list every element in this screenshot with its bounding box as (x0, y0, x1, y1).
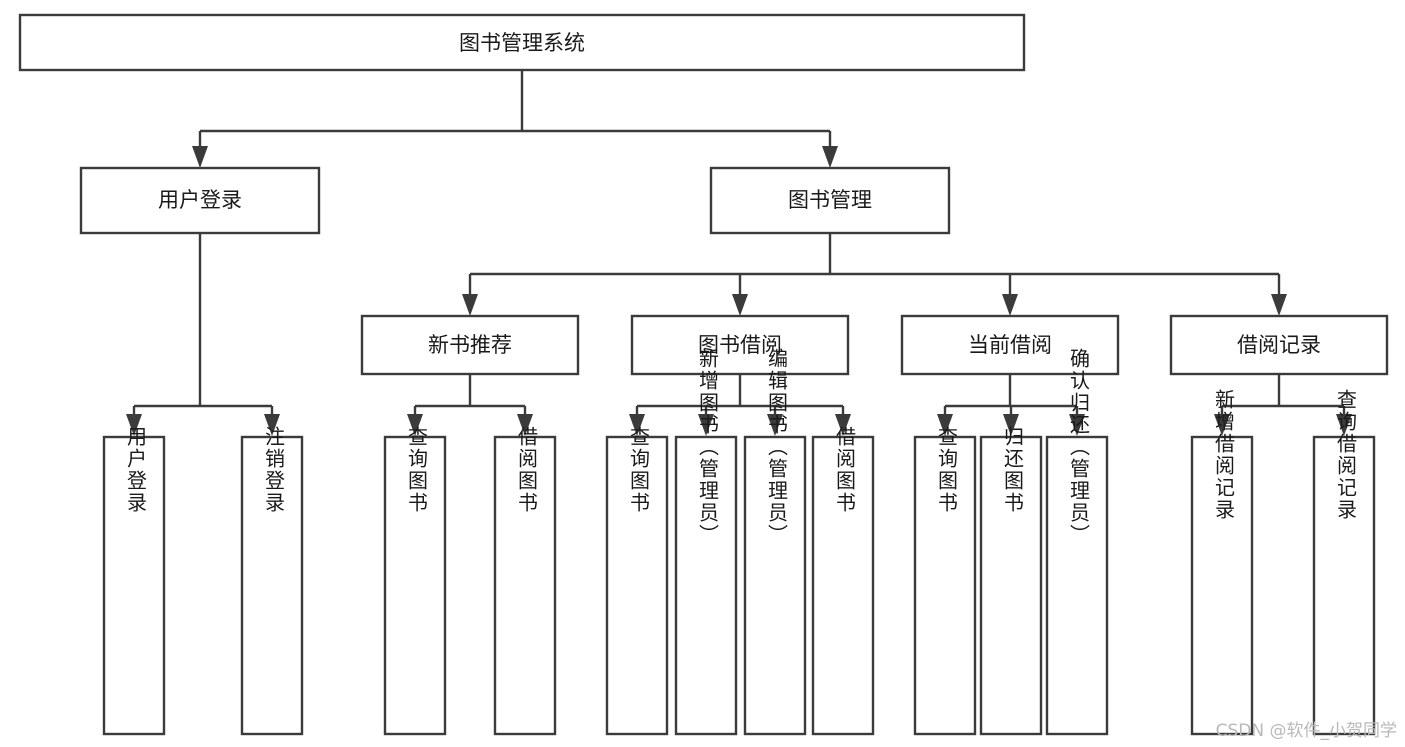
node-leaf-user-login-box (102, 435, 166, 736)
node-leaf-edit-book-admin-box (743, 435, 807, 736)
node-leaf-add-borrow-record-box (1190, 435, 1254, 736)
node-leaf-confirm-return-admin-label: 确认归还（管理员） (1067, 348, 1091, 546)
arrow-head-leaf-logout (264, 414, 280, 436)
node-leaf-user-login[interactable]: 用户登录 (102, 426, 166, 736)
node-leaf-user-login-label: 用户登录 (124, 426, 148, 514)
connector-group-book-mgmt (462, 233, 1287, 316)
arrow-head-re-leaf-2 (1336, 414, 1352, 436)
node-leaf-query-book-nb-label: 查询图书 (405, 426, 429, 514)
node-book-management[interactable]: 图书管理 (709, 166, 951, 235)
node-leaf-query-book-bo[interactable]: 查询图书 (605, 426, 669, 736)
node-leaf-confirm-return-admin-box (1045, 435, 1109, 736)
arrow-head-records (1271, 294, 1287, 316)
node-leaf-return-book[interactable]: 归还图书 (979, 426, 1043, 736)
arrow-head-nb-leaf-1 (407, 414, 423, 436)
arrow-head-bo-leaf-4 (835, 414, 851, 436)
node-leaf-query-book-cu-box (913, 435, 977, 736)
node-book-borrow[interactable]: 图书借阅 (630, 314, 850, 376)
node-current-borrow-label: 当前借阅 (968, 333, 1052, 357)
node-leaf-return-book-label: 归还图书 (1001, 426, 1025, 514)
node-leaf-add-borrow-record-label: 新增借阅记录 (1212, 389, 1236, 521)
connector-group-user-login (126, 233, 280, 436)
connector-group-current (937, 374, 1085, 436)
node-leaf-borrow-book-bo-box (811, 435, 875, 736)
node-leaf-query-borrow-record-label: 查询借阅记录 (1334, 389, 1358, 521)
arrow-head-bo-leaf-3 (767, 414, 783, 436)
node-root-system[interactable]: 图书管理系统 (18, 13, 1026, 72)
node-leaf-borrow-book-nb-label: 借阅图书 (515, 426, 539, 514)
node-book-management-box (709, 166, 951, 235)
node-leaf-edit-book-admin[interactable]: 编辑图书（管理员） (743, 348, 807, 736)
node-root-system-box (18, 13, 1026, 72)
connector-group-new-books (407, 374, 533, 436)
node-new-book-recommend[interactable]: 新书推荐 (360, 314, 580, 376)
node-user-login-box (79, 166, 321, 235)
connector-group-borrow (629, 374, 851, 436)
node-root-system-label: 图书管理系统 (459, 31, 585, 55)
node-borrow-records[interactable]: 借阅记录 (1169, 314, 1389, 376)
node-book-borrow-label: 图书借阅 (698, 333, 782, 357)
node-leaf-logout-label: 注销登录 (262, 426, 286, 514)
arrow-head-cu-leaf-1 (937, 414, 953, 436)
node-leaf-add-book-admin-box (674, 435, 738, 736)
node-leaf-query-book-cu[interactable]: 查询图书 (913, 426, 977, 736)
arrow-head-leaf-user-login (126, 414, 142, 436)
node-new-book-recommend-label: 新书推荐 (428, 333, 512, 357)
connector-group-root (192, 70, 838, 168)
arrow-head-borrow (732, 294, 748, 316)
arrow-head-re-leaf-1 (1214, 414, 1230, 436)
node-leaf-query-book-bo-box (605, 435, 669, 736)
node-leaf-borrow-book-bo[interactable]: 借阅图书 (811, 426, 875, 736)
node-leaf-query-book-bo-label: 查询图书 (627, 426, 651, 514)
node-current-borrow-box (900, 314, 1120, 376)
node-leaf-add-borrow-record[interactable]: 新增借阅记录 (1190, 389, 1254, 736)
node-leaf-borrow-book-nb[interactable]: 借阅图书 (493, 426, 557, 736)
arrow-head-current (1002, 294, 1018, 316)
arrow-head-user-login (192, 146, 208, 168)
node-leaf-borrow-book-bo-label: 借阅图书 (833, 426, 857, 514)
node-leaf-return-book-box (979, 435, 1043, 736)
node-current-borrow[interactable]: 当前借阅 (900, 314, 1120, 376)
node-book-management-label: 图书管理 (788, 188, 872, 212)
arrow-head-book-mgmt (822, 146, 838, 168)
node-leaf-confirm-return-admin[interactable]: 确认归还（管理员） (1045, 348, 1109, 736)
node-leaf-add-book-admin[interactable]: 新增图书（管理员） (674, 348, 738, 736)
node-leaf-add-book-admin-label: 新增图书（管理员） (696, 348, 720, 546)
arrow-head-nb-leaf-2 (517, 414, 533, 436)
node-leaf-query-book-nb-box (383, 435, 447, 736)
node-leaf-logout[interactable]: 注销登录 (240, 426, 304, 736)
node-leaf-logout-box (240, 435, 304, 736)
node-new-book-recommend-box (360, 314, 580, 376)
node-user-login-label: 用户登录 (158, 188, 242, 212)
arrow-head-cu-leaf-3 (1069, 414, 1085, 436)
arrow-head-bo-leaf-1 (629, 414, 645, 436)
arrow-head-new-books (462, 294, 478, 316)
connector-group-records (1214, 374, 1352, 436)
node-leaf-query-borrow-record[interactable]: 查询借阅记录 (1312, 389, 1376, 736)
node-leaf-query-book-nb[interactable]: 查询图书 (383, 426, 447, 736)
arrow-head-bo-leaf-2 (698, 414, 714, 436)
node-book-borrow-box (630, 314, 850, 376)
node-borrow-records-box (1169, 314, 1389, 376)
node-leaf-query-book-cu-label: 查询图书 (935, 426, 959, 514)
node-leaf-query-borrow-record-box (1312, 435, 1376, 736)
arrow-head-cu-leaf-2 (1003, 414, 1019, 436)
node-borrow-records-label: 借阅记录 (1237, 333, 1321, 357)
node-leaf-borrow-book-nb-box (493, 435, 557, 736)
node-leaf-edit-book-admin-label: 编辑图书（管理员） (765, 348, 789, 546)
node-user-login[interactable]: 用户登录 (79, 166, 321, 235)
